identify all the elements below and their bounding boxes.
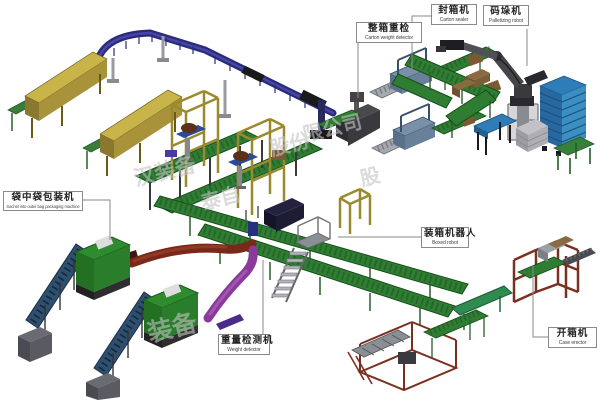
callout-sachet-bagger: 袋中袋包装机 Sachet into outer bag packaging m… (3, 191, 83, 212)
callout-subtitle: Boxed robot (432, 239, 458, 246)
tray-stack-gray (515, 119, 549, 152)
side-table-green (553, 136, 595, 174)
rail-lift-head (310, 100, 332, 139)
sachet-machine-1 (18, 235, 132, 362)
gantry-station-items (165, 123, 286, 189)
callout-subtitle: Palletizing robot (489, 17, 523, 24)
palletizing-robot-cell (391, 40, 595, 174)
crossover-ladder (271, 216, 331, 303)
palletizing-robot-arm (436, 40, 548, 106)
gantry-frame-2 (236, 117, 286, 215)
callout-carton-weight-check: 整箱重检 Carton weight detector (356, 22, 422, 44)
callout-subtitle: Sachet into outer bag packaging machine (6, 203, 80, 209)
callout-boxing-robot: 装箱机器人 Boxed robot (421, 227, 477, 249)
rail-support-posts (111, 36, 227, 115)
callout-title: 装箱机器人 (424, 228, 477, 239)
bag-chute (216, 314, 244, 330)
callout-title: 重量检测机 (221, 335, 274, 346)
reject-device (245, 206, 259, 236)
infeed-hopper-2 (86, 373, 120, 400)
flow-wrapper-machines (7, 51, 183, 176)
callout-palletizer: 码垛机 Palletizing robot (483, 5, 529, 27)
callout-subtitle: Weight detector (227, 346, 261, 353)
pallet-stack-blue (538, 75, 588, 156)
watermark-fragment: 股 (358, 164, 383, 191)
leader-case-erector (532, 266, 548, 338)
callout-subtitle: Carton sealer (439, 16, 469, 23)
callout-carton-sealer: 封箱机 Carton sealer (431, 4, 477, 26)
callout-title: 整箱重检 (367, 23, 410, 34)
callout-title: 袋中袋包装机 (11, 192, 75, 203)
curved-transfer-conveyors (118, 239, 258, 323)
sachet-packaging-machines (18, 235, 200, 400)
callout-weight-detector: 重量检测机 Weight detector (218, 334, 274, 356)
leader-sachet-bagger (83, 199, 111, 240)
sachet-machine-2 (86, 283, 200, 400)
infeed-hopper-1 (18, 327, 52, 362)
carton-magazine-feeder (347, 308, 489, 392)
gantry-frame-3 (338, 187, 372, 234)
wrapper-machine-1 (7, 51, 108, 138)
callout-subtitle: Carton weight detector (364, 34, 414, 41)
carton-checkweigher (317, 92, 380, 146)
leader-lines (83, 15, 548, 338)
inline-check-unit (264, 198, 304, 232)
callout-title: 封箱机 (438, 5, 470, 16)
belt-conveyor (451, 285, 513, 316)
case-erector-cell (347, 236, 596, 392)
callout-subtitle: Case erector (558, 339, 587, 346)
infeed-boxes (452, 69, 490, 98)
case-erector-machine (512, 236, 596, 304)
watermark-fragment: 汉装备 (131, 152, 199, 191)
callout-case-erector: 开箱机 Case erector (548, 327, 597, 349)
boxing-gantry-stations (170, 89, 372, 234)
callout-title: 开箱机 (556, 328, 589, 339)
callout-title: 码垛机 (490, 6, 522, 17)
turntable-blue (473, 113, 517, 155)
leader-carton-sealer (411, 15, 431, 72)
wrapper-machine-2 (82, 89, 183, 176)
